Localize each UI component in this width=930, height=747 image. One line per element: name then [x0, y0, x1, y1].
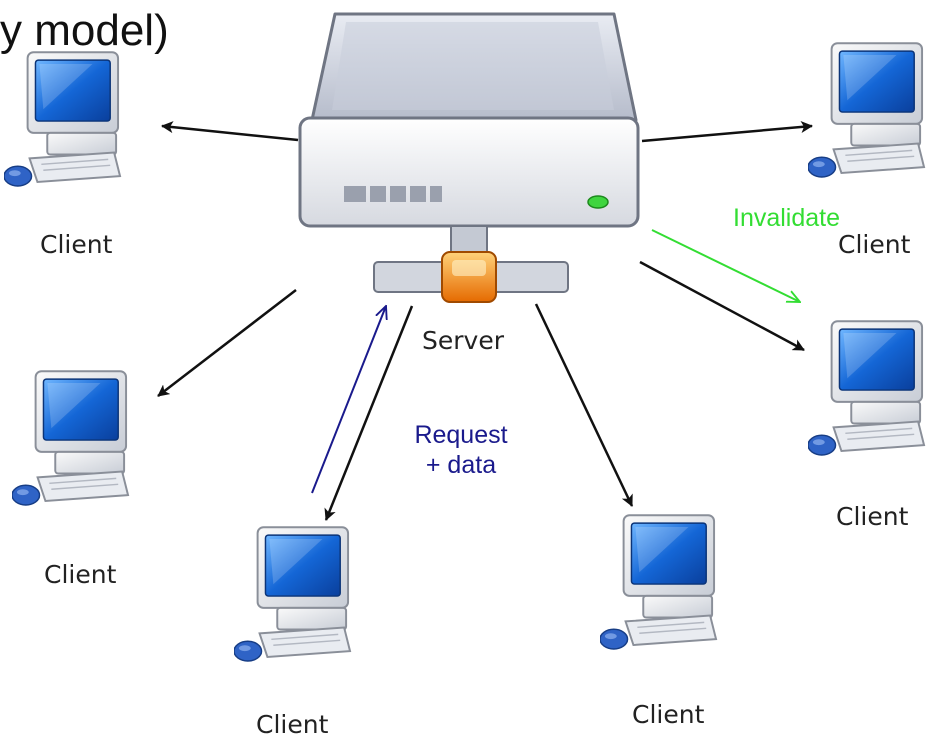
request-label: Request + data — [398, 420, 524, 480]
client-label: Client — [40, 230, 113, 259]
server-label: Server — [422, 326, 504, 355]
client-label: Client — [838, 230, 911, 259]
client-computer-icon — [4, 51, 122, 187]
request-arrow — [311, 306, 386, 494]
arrow-to-client-mid-right — [639, 260, 805, 352]
invalidate-label: Invalidate — [733, 204, 841, 232]
client-label: Client — [256, 710, 329, 739]
server-icon — [298, 12, 640, 303]
title-fragment: y model) — [0, 6, 169, 55]
client-computer-icon — [234, 526, 352, 662]
client-label: Client — [44, 560, 117, 589]
arrow-to-client-bottom-left — [324, 305, 414, 521]
client-computer-icon — [808, 42, 926, 178]
client-computer-icon — [600, 514, 718, 650]
request-label-line1: Request — [414, 421, 508, 449]
arrow-to-client-top-right — [641, 120, 813, 143]
client-label: Client — [836, 502, 909, 531]
arrow-to-client-bottom-right — [534, 303, 634, 507]
client-computer-icon — [808, 320, 926, 456]
client-computer-icon — [12, 370, 130, 506]
client-label: Client — [632, 700, 705, 729]
request-label-line2: + data — [425, 451, 497, 479]
arrow-to-client-mid-left — [157, 289, 297, 397]
arrow-to-client-top-left — [161, 121, 299, 142]
invalidate-arrow — [651, 229, 800, 302]
